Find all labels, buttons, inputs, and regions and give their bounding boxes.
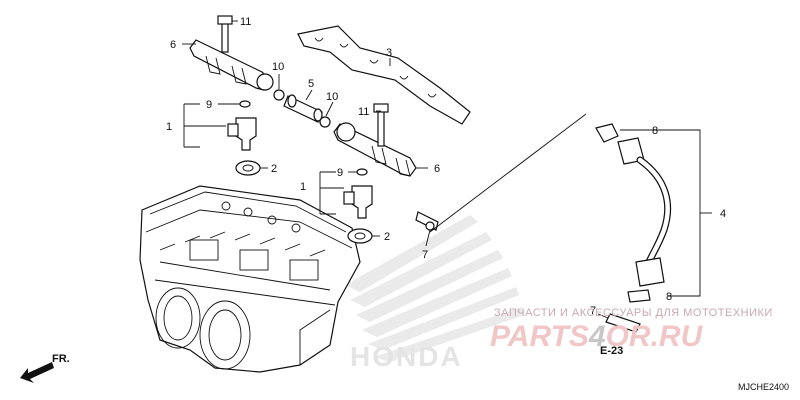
callout-numbers: 11 6 3 10 5 9 1 10 11 2 9 1 6 7 2 8 4 8 … [166,16,726,317]
callout-1-lower: 1 [300,181,306,193]
callout-9-upper: 9 [206,99,212,111]
shop-watermark: ЗАПЧАСТИ И АКСЕССУАРЫ ДЛЯ МОТОТЕХНИКИ PA… [490,307,773,353]
leader-lines [182,20,712,319]
callout-8-upper: 8 [652,125,658,137]
cover-plate-part [297,25,471,125]
callout-9-lower: 9 [337,167,343,179]
reference-label: E-23 [600,345,623,357]
lower-fuel-rail [333,103,417,177]
sensor-part [415,211,439,231]
callout-11-upper: 11 [240,16,251,28]
diagram-code: MJCHE2400 [738,382,789,392]
upper-fuel-rail [189,15,274,91]
watermark-logo: PARTS4OR.RU [490,320,704,353]
watermark-caption: ЗАПЧАСТИ И АКСЕССУАРЫ ДЛЯ МОТОТЕХНИКИ [494,307,773,319]
joint-pipe-parts [273,89,331,128]
front-label: FR. [52,353,70,365]
sub-harness [595,123,672,333]
callout-11-lower: 11 [358,106,369,118]
callout-1-upper: 1 [166,121,172,133]
upper-injector [227,100,261,176]
callout-7-upper: 7 [422,249,428,261]
callout-5: 5 [308,78,314,90]
honda-wing-watermark: HONDA [345,215,524,372]
callout-4: 4 [720,208,726,220]
lower-injector [343,168,373,244]
callout-7-lower: 7 [590,305,596,317]
honda-brand-text: HONDA [350,341,463,372]
callout-2-upper: 2 [271,163,277,175]
callout-10-upper: 10 [272,61,284,73]
throttle-body-assembly [139,185,361,373]
callout-6-upper: 6 [170,39,176,51]
callout-2-lower: 2 [384,231,390,243]
front-direction-arrow: FR. [20,353,70,383]
callout-10-lower: 10 [326,91,338,103]
callout-3: 3 [386,47,392,59]
callout-8-lower: 8 [666,291,672,303]
callout-6-lower: 6 [434,163,440,175]
